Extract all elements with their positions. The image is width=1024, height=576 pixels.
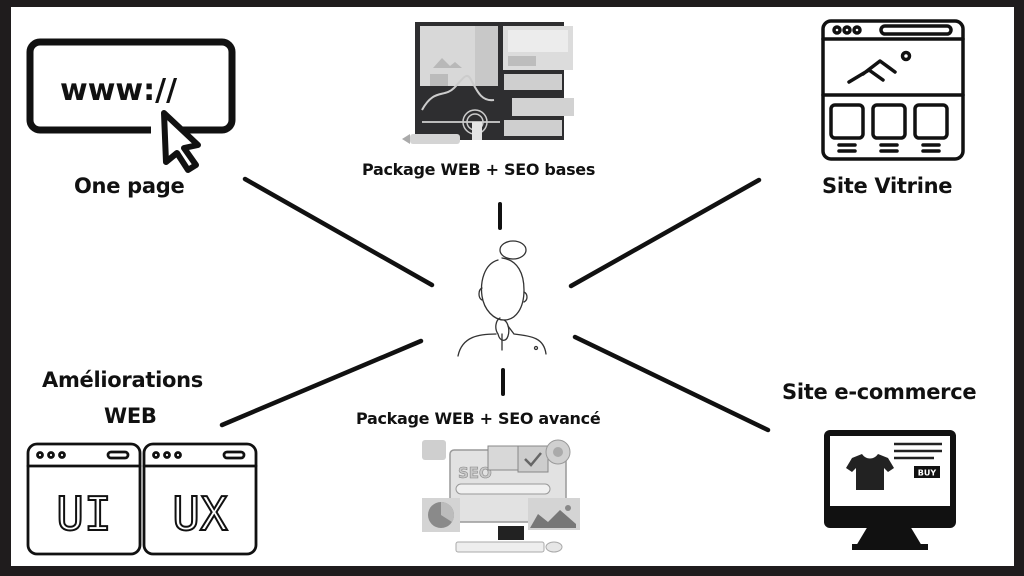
edge-ameliorations-web	[219, 338, 424, 428]
website-layout-icon	[821, 19, 965, 161]
ux-text: UX	[172, 487, 228, 541]
seo-text: SEO	[458, 464, 492, 482]
label-package-avance: Package WEB + SEO avancé	[356, 409, 601, 428]
label-package-bases: Package WEB + SEO bases	[362, 160, 596, 179]
url-text: www://	[60, 73, 177, 108]
ui-text: UI	[56, 487, 111, 541]
edge-one-page	[242, 176, 435, 288]
label-site-e-commerce: Site e-commerce	[782, 380, 977, 404]
browser-url-cursor-icon: www://	[26, 38, 236, 173]
monitor-shop-icon: BUY	[824, 430, 956, 550]
label-web: WEB	[104, 404, 157, 428]
tshirt-icon	[846, 454, 894, 490]
edge-site-e-commerce	[572, 334, 771, 433]
web-dashboard-illustration	[402, 22, 574, 144]
thinking-person-icon	[457, 240, 547, 357]
edge-site-vitrine	[568, 177, 762, 289]
seo-computer-illustration: SEO	[422, 439, 580, 553]
label-ameliorations: Améliorations	[42, 368, 203, 392]
ui-ux-windows-icon: UI UX	[26, 442, 258, 556]
label-one-page: One page	[74, 174, 185, 198]
buy-badge-text: BUY	[918, 469, 937, 478]
label-site-vitrine: Site Vitrine	[822, 174, 953, 198]
